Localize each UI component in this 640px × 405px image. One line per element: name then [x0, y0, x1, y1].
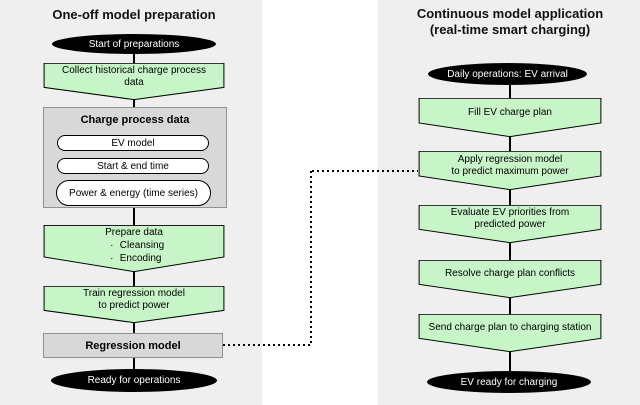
connector-line — [133, 100, 135, 107]
chevron-shape — [43, 286, 225, 323]
chevron-shape — [43, 225, 225, 272]
connector-line — [133, 358, 135, 369]
connector-line — [133, 54, 135, 63]
prepare-step-list: · Cleansing · Encoding — [104, 239, 164, 265]
connector-line — [133, 208, 135, 225]
start-terminal: Start of preparations — [52, 34, 216, 54]
right-panel-title: Continuous model application (real-time … — [390, 6, 630, 38]
data-item-start-end-time: Start & end time — [57, 158, 209, 174]
step-resolve-conflicts: Resolve charge plan conflicts — [418, 260, 602, 298]
step-send-plan-label: Send charge plan to charging station — [428, 322, 592, 333]
bullet-glyph: · — [110, 252, 114, 264]
end-terminal: Ready for operations — [51, 369, 217, 392]
connector-line — [133, 272, 135, 286]
charge-data-box-title: Charge process data — [80, 114, 190, 126]
connector-line — [509, 243, 511, 260]
connector-line — [509, 352, 511, 371]
step-send-plan: Send charge plan to charging station — [418, 314, 602, 352]
right-panel-title-line2: (real-time smart charging) — [429, 22, 591, 37]
train-step-line1: Train regression model — [83, 288, 185, 299]
connector-line — [509, 85, 511, 98]
right-panel-title-line1: Continuous model application — [416, 6, 604, 21]
step-apply-model-line1: Apply regression model — [457, 153, 563, 165]
step-evaluate-priorities: Evaluate EV priorities from predicted po… — [418, 205, 602, 243]
prepare-step-bullet-1-label: Cleansing — [119, 239, 165, 251]
train-step-line2: to predict power — [98, 300, 170, 311]
step-fill-plan: Fill EV charge plan — [418, 98, 602, 137]
bullet-glyph: · — [110, 239, 114, 251]
prepare-step: Prepare data · Cleansing · Encoding — [43, 225, 225, 272]
step-apply-model-line2: to predict maximum power — [451, 165, 569, 177]
step-fill-plan-label: Fill EV charge plan — [468, 106, 552, 118]
step-evaluate-priorities-line2: predicted power — [474, 219, 546, 230]
connector-line — [509, 137, 511, 151]
connector-line — [509, 190, 511, 205]
chevron-shape — [418, 205, 602, 243]
collect-step-line2: data — [124, 77, 144, 88]
ev-ready-terminal: EV ready for charging — [427, 371, 591, 393]
regression-model-link-line — [310, 171, 312, 346]
prepare-step-bullet-1: · Cleansing — [104, 239, 164, 252]
prepare-step-title: Prepare data — [105, 226, 163, 238]
step-evaluate-priorities-line1: Evaluate EV priorities from — [450, 207, 570, 218]
regression-model-link-line — [223, 344, 312, 346]
collect-step-line1: Collect historical charge process — [62, 65, 206, 76]
chevron-shape — [418, 98, 602, 137]
chevron-shape — [418, 260, 602, 298]
connector-line — [509, 298, 511, 314]
daily-operations-terminal: Daily operations: EV arrival — [428, 63, 587, 85]
regression-model-box: Regression model — [43, 333, 223, 358]
step-resolve-conflicts-label: Resolve charge plan conflicts — [444, 268, 576, 279]
left-panel-title: One-off model preparation — [52, 7, 216, 22]
data-item-power-energy: Power & energy (time series) — [56, 180, 211, 206]
chevron-shape — [418, 314, 602, 352]
chevron-shape — [43, 63, 225, 100]
chevron-shape — [418, 151, 602, 190]
data-item-ev-model: EV model — [57, 135, 209, 151]
step-apply-model: Apply regression model to predict maximu… — [418, 151, 602, 190]
prepare-step-bullet-2-label: Encoding — [119, 252, 162, 264]
prepare-step-bullet-2: · Encoding — [104, 252, 164, 265]
collect-step: Collect historical charge process data — [43, 63, 225, 100]
charge-data-box: Charge process data EV model Start & end… — [43, 107, 227, 208]
train-step: Train regression model to predict power — [43, 286, 225, 323]
regression-model-link-line — [312, 170, 418, 172]
connector-line — [133, 323, 135, 333]
